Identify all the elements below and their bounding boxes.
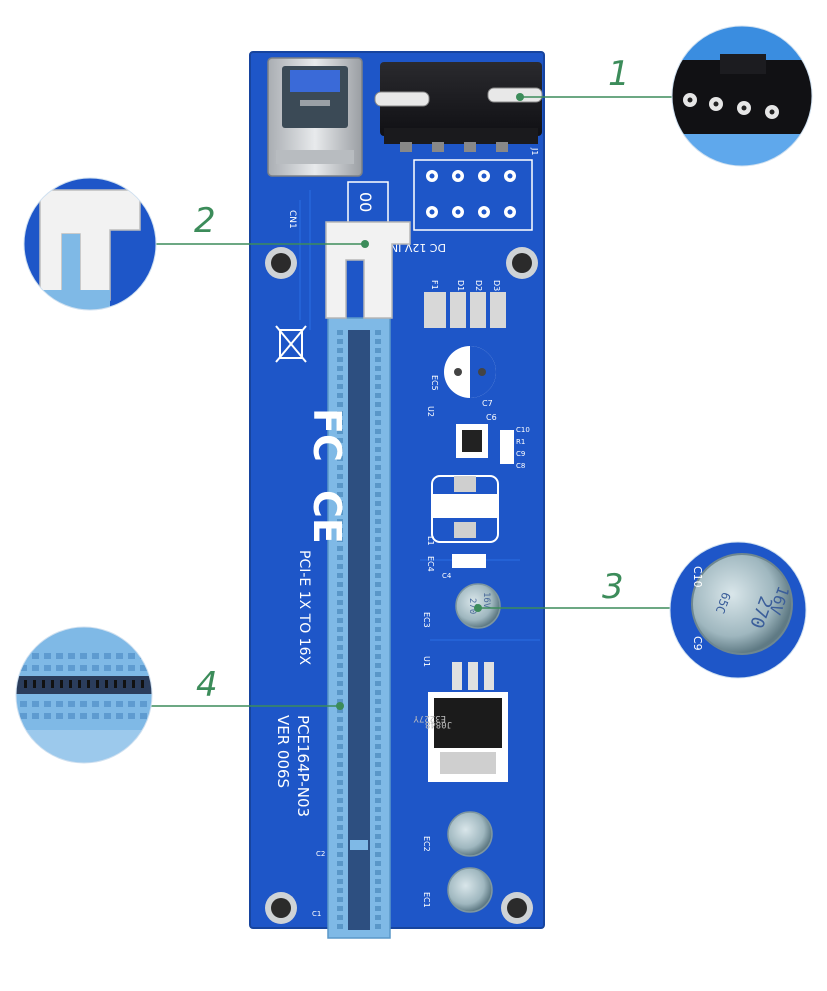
c7-label: C7 bbox=[482, 399, 493, 408]
callout-number-2: 2 bbox=[194, 201, 216, 241]
r1-label: R1 bbox=[516, 438, 525, 446]
inset3-cap-code: 65C bbox=[713, 590, 734, 615]
model-number: PCE164P-N03 bbox=[294, 715, 312, 817]
mounting-hole bbox=[265, 247, 297, 279]
callout-number-3: 3 bbox=[602, 567, 624, 607]
fuse-and-diodes bbox=[424, 292, 506, 328]
callout-dot-4 bbox=[336, 702, 344, 710]
usb-label: CN1 bbox=[287, 210, 297, 229]
c6-label: C6 bbox=[486, 413, 497, 422]
ce-mark: CE bbox=[305, 490, 349, 544]
ec1-capacitor bbox=[447, 867, 493, 913]
callout-dot-2 bbox=[361, 240, 369, 248]
usb-marking: 00 bbox=[356, 192, 375, 212]
u1-regulator: J0848 E3227Y bbox=[413, 662, 508, 782]
c1-label: C1 bbox=[312, 910, 321, 918]
callout-number-4: 4 bbox=[196, 665, 218, 705]
u1-label: U1 bbox=[422, 656, 431, 667]
ec2-capacitor bbox=[447, 811, 493, 857]
d3-label: D3 bbox=[492, 280, 501, 291]
weee-bin-icon bbox=[275, 325, 307, 363]
regulator-marking-2: E3227Y bbox=[413, 713, 446, 723]
mounting-hole bbox=[501, 892, 533, 924]
callout-number-1: 1 bbox=[608, 54, 630, 94]
ec1-label: EC1 bbox=[422, 892, 431, 908]
l1-label: L1 bbox=[426, 536, 435, 546]
callout-dot-1 bbox=[516, 93, 524, 101]
fc-mark: FC bbox=[305, 408, 349, 462]
callout-dot-3 bbox=[474, 604, 482, 612]
d2-label: D2 bbox=[474, 280, 483, 291]
ec2-label: EC2 bbox=[422, 836, 431, 852]
inset3-ref-bottom: C9 bbox=[691, 636, 704, 651]
l1-inductor bbox=[431, 475, 499, 543]
zoom-inset-slot-pins bbox=[15, 626, 153, 764]
ec5-label: EC5 bbox=[430, 375, 439, 391]
molex-power-connector bbox=[374, 62, 543, 152]
u2-chip bbox=[456, 424, 488, 458]
mounting-hole bbox=[265, 892, 297, 924]
c8-label: C8 bbox=[516, 462, 525, 470]
inset3-ref-top: C10 bbox=[691, 566, 704, 588]
ec3-cap-voltage: 16V bbox=[481, 592, 491, 609]
ec4-label: EC4 bbox=[426, 556, 435, 572]
regulator-marking-1: J0848 bbox=[425, 719, 452, 729]
c2-label: C2 bbox=[316, 850, 325, 858]
u2-label: U2 bbox=[426, 406, 435, 417]
pcie-x16-slot bbox=[327, 317, 391, 939]
dc-power-header bbox=[413, 159, 533, 231]
usb-port bbox=[267, 57, 363, 177]
f1-label: F1 bbox=[430, 280, 439, 290]
d1-label: D1 bbox=[456, 280, 465, 291]
ec3-cap-value: 270 bbox=[467, 598, 477, 614]
pcie-slot-latch bbox=[325, 221, 411, 319]
c4-label: C4 bbox=[442, 572, 452, 580]
ec5-capacitor-footprint bbox=[444, 346, 496, 398]
c10-label: C10 bbox=[516, 426, 530, 434]
mounting-hole bbox=[506, 247, 538, 279]
slot-label: PCI-E 1X TO 16X bbox=[296, 550, 312, 665]
smd-passives bbox=[500, 430, 514, 464]
zoom-inset-molex bbox=[671, 25, 813, 167]
ec4-diode bbox=[452, 554, 486, 568]
version-label: VER 006S bbox=[274, 715, 292, 788]
zoom-inset-latch bbox=[23, 177, 157, 311]
ec3-label: EC3 bbox=[422, 612, 431, 628]
c9-label: C9 bbox=[516, 450, 525, 458]
zoom-inset-capacitor: 270 16V 65C C10 C9 bbox=[669, 541, 807, 679]
j1-label: J1 bbox=[530, 147, 539, 155]
